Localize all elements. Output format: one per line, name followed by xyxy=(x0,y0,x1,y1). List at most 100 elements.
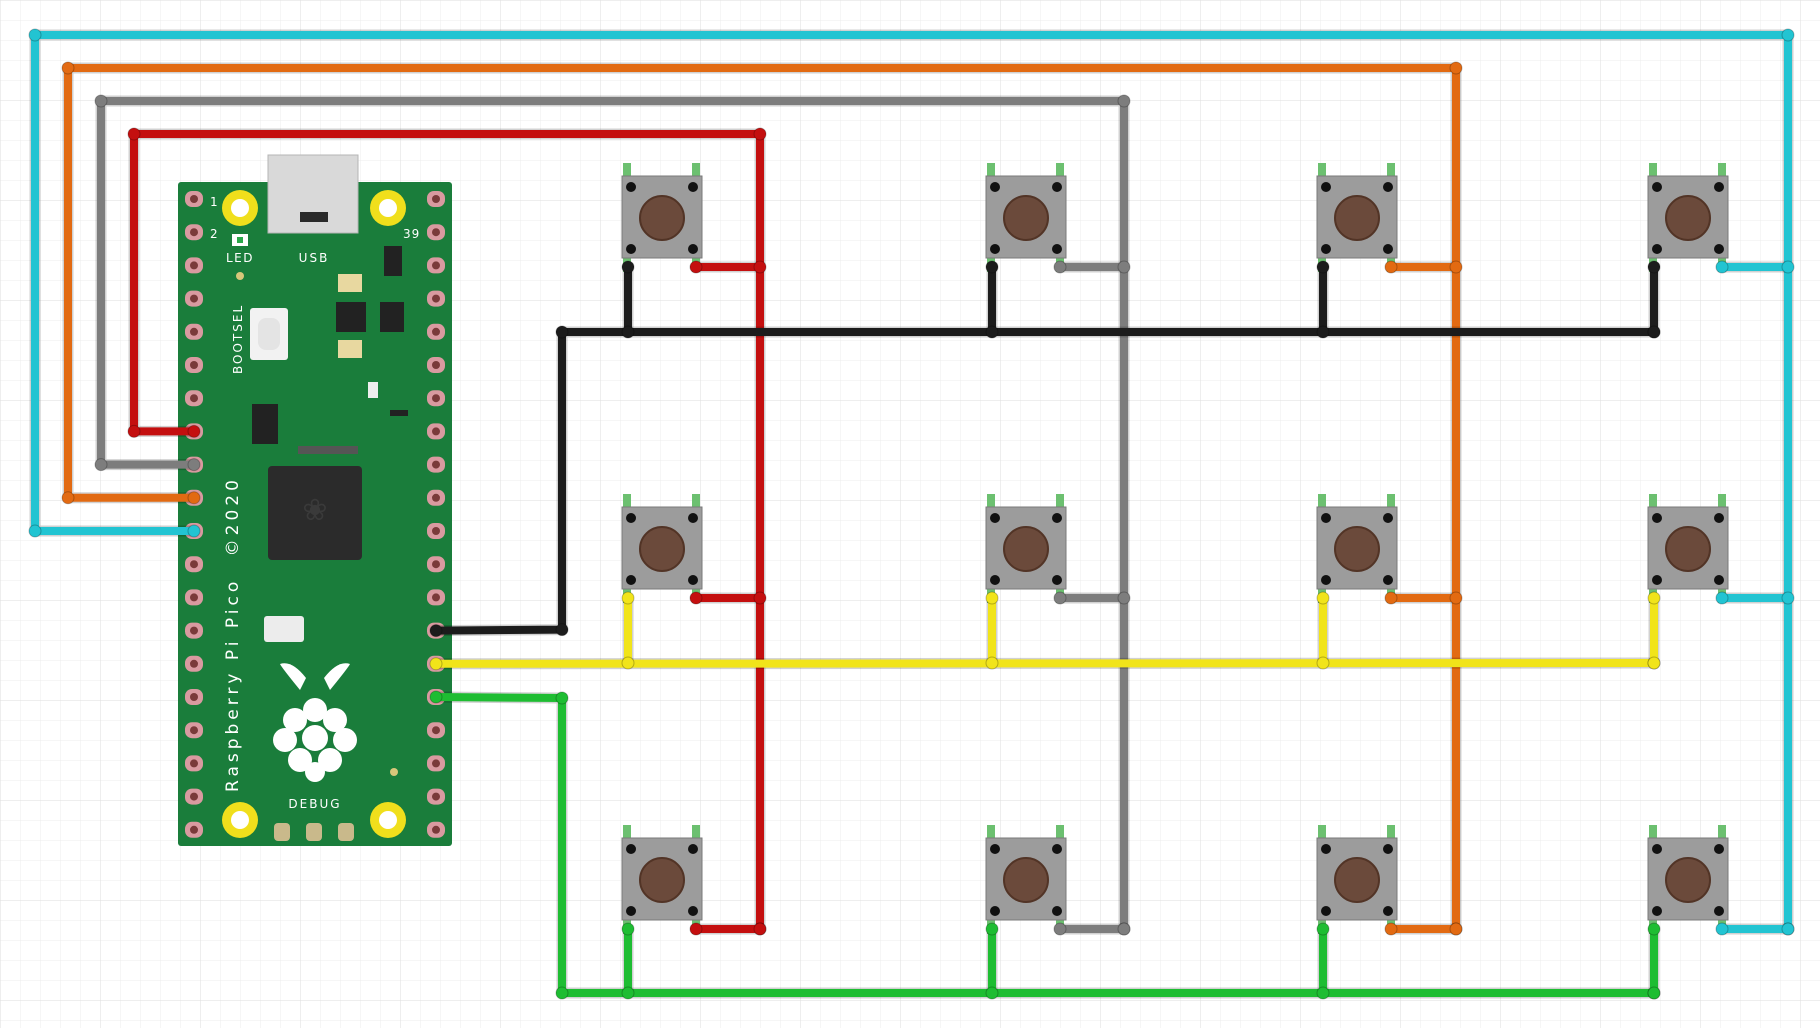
button-cap[interactable] xyxy=(1665,195,1711,241)
row-2-branch[interactable] xyxy=(985,591,999,670)
column-3-branch[interactable] xyxy=(1384,922,1463,936)
left-header-pin[interactable] xyxy=(185,257,203,274)
button-cap[interactable] xyxy=(639,526,685,572)
board-name-text: Raspberry Pi Pico xyxy=(223,578,243,792)
left-header-pin[interactable] xyxy=(185,655,203,672)
right-header-pin[interactable] xyxy=(427,357,445,373)
right-header-pin[interactable] xyxy=(427,821,445,838)
column-1-wire[interactable] xyxy=(127,127,767,936)
right-header-pin[interactable] xyxy=(427,489,445,506)
row-3-branch[interactable] xyxy=(621,922,635,1000)
row-3-branch[interactable] xyxy=(1316,922,1330,1000)
left-header-pin[interactable] xyxy=(185,722,203,739)
left-header-pin[interactable] xyxy=(185,788,203,805)
right-header-pin[interactable] xyxy=(427,257,445,274)
button-cap[interactable] xyxy=(1665,857,1711,903)
raspberry-logo xyxy=(273,663,357,782)
push-button[interactable] xyxy=(1316,494,1398,603)
push-button[interactable] xyxy=(1647,494,1729,603)
left-header-pin[interactable] xyxy=(185,191,203,207)
row-1-branch[interactable] xyxy=(621,260,635,339)
push-button[interactable] xyxy=(985,163,1067,272)
usb-label: USB xyxy=(299,251,330,265)
row-1-branch[interactable] xyxy=(985,260,999,339)
column-2-branch[interactable] xyxy=(1053,260,1131,274)
column-2-branch[interactable] xyxy=(1053,591,1131,605)
left-header-pin[interactable] xyxy=(185,357,203,373)
push-button[interactable] xyxy=(985,825,1067,934)
left-header-pin[interactable] xyxy=(185,224,203,241)
button-cap[interactable] xyxy=(1334,195,1380,241)
row-2-branch[interactable] xyxy=(1316,591,1330,670)
column-1-branch[interactable] xyxy=(689,922,767,936)
left-header-pin[interactable] xyxy=(185,390,203,407)
column-3-branch[interactable] xyxy=(1384,591,1463,605)
left-header-pin[interactable] xyxy=(185,755,203,772)
push-button[interactable] xyxy=(1316,825,1398,934)
column-1-branch[interactable] xyxy=(689,260,767,274)
row-2-branch[interactable] xyxy=(621,591,635,670)
right-header-pin[interactable] xyxy=(427,290,445,307)
right-header-pin[interactable] xyxy=(427,755,445,772)
column-4-branch[interactable] xyxy=(1715,260,1795,274)
left-header-pin[interactable] xyxy=(185,689,203,705)
row-1-branch[interactable] xyxy=(1316,260,1330,339)
svg-text:❀: ❀ xyxy=(302,493,327,528)
column-3-branch[interactable] xyxy=(1384,260,1463,274)
button-cap[interactable] xyxy=(1665,526,1711,572)
column-4-branch[interactable] xyxy=(1715,591,1795,605)
push-button[interactable] xyxy=(621,825,703,934)
board-name-label: Raspberry Pi Pico ©2020 xyxy=(223,476,243,792)
right-header-pin[interactable] xyxy=(427,788,445,805)
bootsel-label: BOOTSEL xyxy=(231,304,245,374)
column-2-branch[interactable] xyxy=(1053,922,1131,936)
right-header-pin[interactable] xyxy=(427,423,445,440)
right-header-pin[interactable] xyxy=(427,323,445,340)
button-cap[interactable] xyxy=(639,857,685,903)
right-header-pin[interactable] xyxy=(427,523,445,539)
right-header-pin[interactable] xyxy=(427,456,445,473)
push-button[interactable] xyxy=(1647,163,1729,272)
pin-2-label: 2 xyxy=(210,227,218,241)
right-header-pin[interactable] xyxy=(427,224,445,241)
right-header-pin[interactable] xyxy=(427,191,445,207)
left-header-pin[interactable] xyxy=(185,323,203,340)
button-cap[interactable] xyxy=(1334,526,1380,572)
push-button[interactable] xyxy=(985,494,1067,603)
right-header-pin[interactable] xyxy=(427,722,445,739)
left-header-pin[interactable] xyxy=(185,821,203,838)
row-1-wire[interactable] xyxy=(429,325,1661,638)
pin-39-label: 39 xyxy=(403,227,420,241)
button-cap[interactable] xyxy=(1003,526,1049,572)
push-button[interactable] xyxy=(1647,825,1729,934)
column-1-branch[interactable] xyxy=(689,591,767,605)
button-cap[interactable] xyxy=(1003,857,1049,903)
left-header-pin[interactable] xyxy=(185,622,203,639)
left-header-pin[interactable] xyxy=(185,556,203,573)
left-header-pin[interactable] xyxy=(185,589,203,606)
column-4-branch[interactable] xyxy=(1715,922,1795,936)
led-label: LED xyxy=(226,251,254,265)
row-3-branch[interactable] xyxy=(1647,922,1661,1000)
button-cap[interactable] xyxy=(639,195,685,241)
right-header-pin[interactable] xyxy=(427,589,445,606)
left-header-pin[interactable] xyxy=(185,290,203,307)
debug-pads xyxy=(274,823,354,841)
right-header-pin[interactable] xyxy=(427,556,445,573)
row-1-branch[interactable] xyxy=(1647,260,1661,339)
pin-1-label: 1 xyxy=(210,195,218,209)
button-cap[interactable] xyxy=(1334,857,1380,903)
debug-label: DEBUG xyxy=(288,797,341,811)
row-3-branch[interactable] xyxy=(985,922,999,1000)
column-2-wire[interactable] xyxy=(94,94,1131,936)
push-button[interactable] xyxy=(1316,163,1398,272)
row-2-branch[interactable] xyxy=(1647,591,1661,670)
row-2-wire[interactable] xyxy=(429,656,1661,671)
raspberry-pi-pico-board[interactable]: ❀ 1 2 39 LED USB BOOTSE xyxy=(178,154,452,846)
right-header-pin[interactable] xyxy=(427,390,445,407)
rp2040-chip xyxy=(268,466,362,560)
push-button[interactable] xyxy=(621,163,703,272)
push-button[interactable] xyxy=(621,494,703,603)
button-cap[interactable] xyxy=(1003,195,1049,241)
